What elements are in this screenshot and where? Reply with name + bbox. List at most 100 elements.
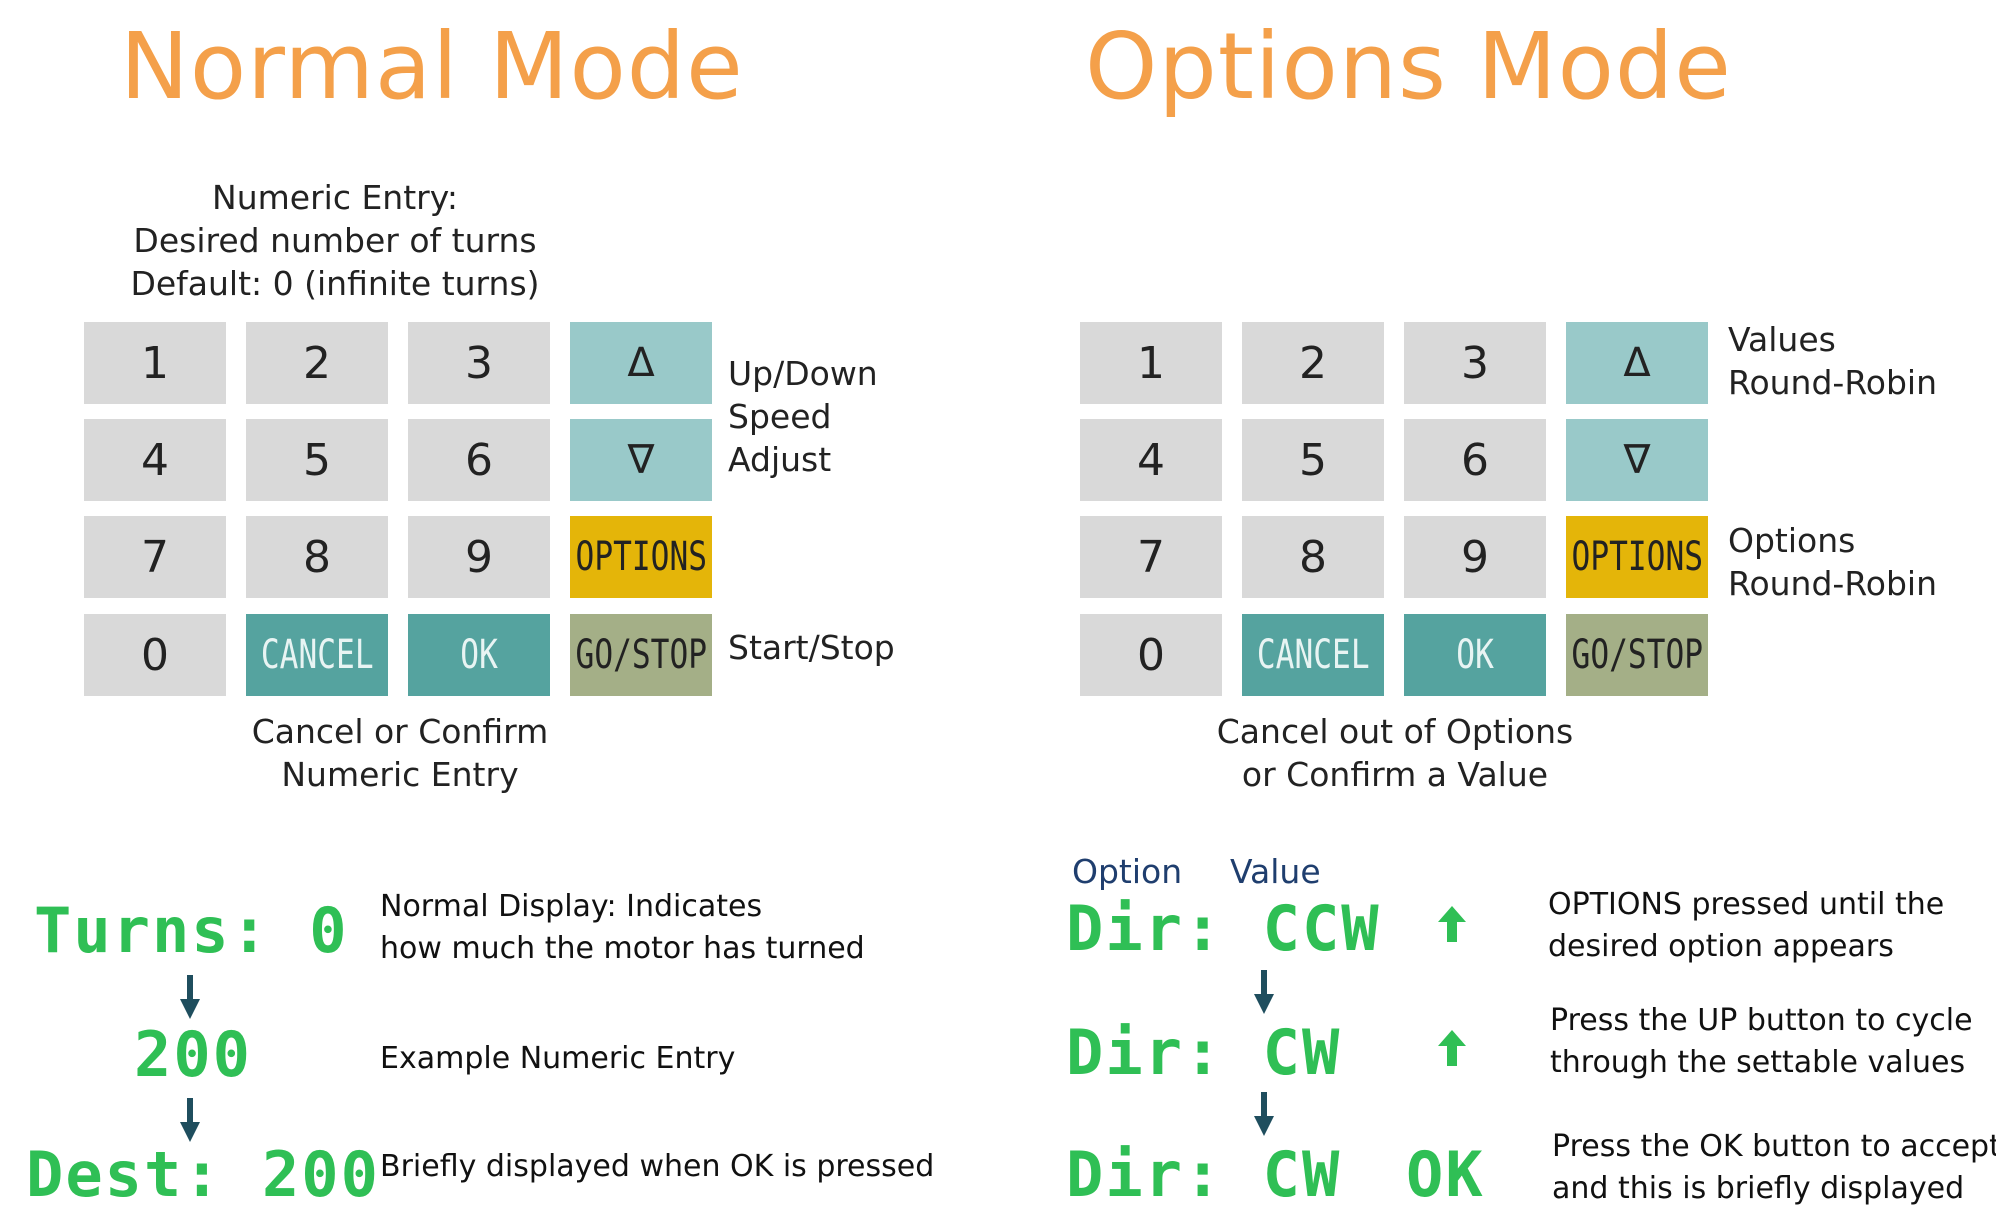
key-label: 5 — [1299, 434, 1327, 486]
option-column-header: Option — [1072, 852, 1183, 891]
key-label: 8 — [303, 531, 331, 583]
note-line: Up/Down — [728, 354, 878, 393]
key-label: 2 — [1299, 337, 1327, 389]
key-8[interactable]: 8 — [246, 516, 388, 598]
value-column-header: Value — [1230, 852, 1321, 891]
lcd-ok-indicator: OK — [1406, 1138, 1485, 1211]
key-8[interactable]: 8 — [1242, 516, 1384, 598]
options-button[interactable]: OPTIONS — [570, 516, 712, 598]
down-arrow-icon — [1254, 970, 1274, 1014]
lcd-dir-ccw: Dir: CCW — [1066, 892, 1381, 965]
cancel-label: CANCEL — [260, 632, 374, 678]
desc-line: OPTIONS pressed until the — [1548, 887, 1945, 922]
start-stop-note: Start/Stop — [728, 626, 895, 669]
accept-value-desc: Press the OK button to accept and this i… — [1552, 1126, 1996, 1210]
go-stop-button[interactable]: GO/STOP — [1566, 614, 1708, 696]
speed-adjust-note: Up/Down Speed Adjust — [728, 352, 878, 481]
key-label: 4 — [141, 434, 169, 486]
key-7[interactable]: 7 — [84, 516, 226, 598]
key-label: 1 — [141, 337, 169, 389]
key-label: 6 — [465, 434, 493, 486]
key-label: 9 — [1461, 531, 1489, 583]
key-4[interactable]: 4 — [84, 419, 226, 501]
key-label: 5 — [303, 434, 331, 486]
down-triangle-icon: ∇ — [1623, 437, 1651, 483]
ok-pressed-desc: Briefly displayed when OK is pressed — [380, 1146, 934, 1188]
normal-mode-title: Normal Mode — [120, 13, 744, 120]
down-arrow-icon — [180, 1098, 200, 1142]
key-label: 0 — [1137, 629, 1165, 681]
up-button[interactable]: Δ — [1566, 322, 1708, 404]
key-6[interactable]: 6 — [1404, 419, 1546, 501]
key-3[interactable]: 3 — [408, 322, 550, 404]
options-label: OPTIONS — [575, 534, 707, 580]
key-1[interactable]: 1 — [84, 322, 226, 404]
cancel-confirm-note: Cancel or Confirm Numeric Entry — [200, 710, 600, 796]
down-button[interactable]: ∇ — [570, 419, 712, 501]
cancel-button[interactable]: CANCEL — [1242, 614, 1384, 696]
note-line: Cancel out of Options — [1216, 712, 1574, 751]
desc-line: through the settable values — [1550, 1045, 1966, 1080]
note-line: Numeric Entry: — [212, 178, 458, 217]
note-line: or Confirm a Value — [1241, 755, 1549, 794]
note-line: Round-Robin — [1728, 363, 1937, 402]
key-9[interactable]: 9 — [408, 516, 550, 598]
cancel-label: CANCEL — [1256, 632, 1370, 678]
note-line: Default: 0 (infinite turns) — [130, 264, 540, 303]
note-line: Numeric Entry — [281, 755, 519, 794]
numeric-entry-note: Numeric Entry: Desired number of turns D… — [90, 176, 580, 305]
options-button[interactable]: OPTIONS — [1566, 516, 1708, 598]
note-line: Start/Stop — [728, 628, 895, 667]
lcd-dir-cw-confirmed: Dir: CW — [1066, 1138, 1342, 1211]
up-triangle-icon: Δ — [627, 340, 655, 386]
note-line: Adjust — [728, 440, 832, 479]
key-6[interactable]: 6 — [408, 419, 550, 501]
key-5[interactable]: 5 — [1242, 419, 1384, 501]
key-label: 2 — [303, 337, 331, 389]
desc-line: Press the UP button to cycle — [1550, 1003, 1973, 1038]
up-triangle-icon: Δ — [1623, 340, 1651, 386]
key-5[interactable]: 5 — [246, 419, 388, 501]
note-line: Speed — [728, 397, 832, 436]
note-line: Round-Robin — [1728, 564, 1937, 603]
go-stop-button[interactable]: GO/STOP — [570, 614, 712, 696]
key-label: 1 — [1137, 337, 1165, 389]
options-mode-title: Options Mode — [1085, 13, 1732, 120]
key-0[interactable]: 0 — [1080, 614, 1222, 696]
options-label: OPTIONS — [1571, 534, 1703, 580]
go-stop-label: GO/STOP — [575, 632, 707, 678]
note-line: Desired number of turns — [133, 221, 537, 260]
lcd-dir-cw: Dir: CW — [1066, 1016, 1342, 1089]
key-0[interactable]: 0 — [84, 614, 226, 696]
key-label: 7 — [141, 531, 169, 583]
desc-line: how much the motor has turned — [380, 931, 865, 966]
up-arrow-icon — [1438, 906, 1466, 942]
ok-button[interactable]: OK — [408, 614, 550, 696]
key-3[interactable]: 3 — [1404, 322, 1546, 404]
note-line: Options — [1728, 521, 1856, 560]
cancel-button[interactable]: CANCEL — [246, 614, 388, 696]
key-7[interactable]: 7 — [1080, 516, 1222, 598]
key-2[interactable]: 2 — [1242, 322, 1384, 404]
key-9[interactable]: 9 — [1404, 516, 1546, 598]
key-label: 4 — [1137, 434, 1165, 486]
up-arrow-icon — [1438, 1030, 1466, 1066]
key-4[interactable]: 4 — [1080, 419, 1222, 501]
down-button[interactable]: ∇ — [1566, 419, 1708, 501]
key-label: 0 — [141, 629, 169, 681]
note-line: Values — [1728, 320, 1836, 359]
key-label: 7 — [1137, 531, 1165, 583]
ok-button[interactable]: OK — [1404, 614, 1546, 696]
desc-line: desired option appears — [1548, 929, 1894, 964]
lcd-turns: Turns: 0 — [34, 894, 349, 967]
numeric-entry-desc: Example Numeric Entry — [380, 1038, 735, 1080]
key-2[interactable]: 2 — [246, 322, 388, 404]
go-stop-label: GO/STOP — [1571, 632, 1703, 678]
desc-line: and this is briefly displayed — [1552, 1171, 1965, 1206]
up-button[interactable]: Δ — [570, 322, 712, 404]
key-1[interactable]: 1 — [1080, 322, 1222, 404]
options-round-robin-note: Options Round-Robin — [1728, 519, 1937, 605]
cycle-values-desc: Press the UP button to cycle through the… — [1550, 1000, 1973, 1084]
desc-line: Example Numeric Entry — [380, 1041, 736, 1076]
key-label: 6 — [1461, 434, 1489, 486]
